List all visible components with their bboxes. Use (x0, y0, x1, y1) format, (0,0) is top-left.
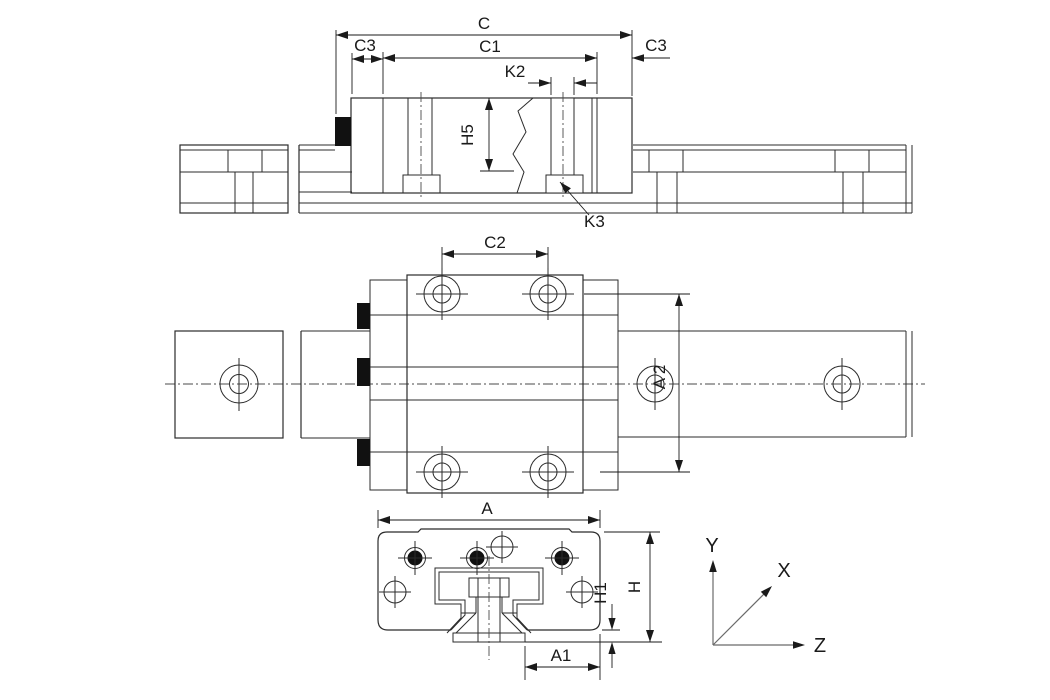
grease-nipple-top (357, 303, 370, 329)
end-face-holes (379, 531, 598, 608)
dim-label-a1: A1 (551, 646, 572, 665)
end-cap-left (369, 279, 408, 491)
rail-cross-section (452, 556, 526, 660)
side-view-dimensions: C C1 C3 C3 K2 H5 (335, 14, 670, 231)
dim-label-c2: C2 (484, 233, 506, 252)
grease-nipple-bottom (357, 439, 370, 466)
dim-label-a: A (481, 499, 493, 518)
dim-label-h: H (625, 581, 644, 593)
dim-label-c1: C1 (479, 37, 501, 56)
front-view: A A1 H H1 (377, 499, 662, 680)
section-cutaway (512, 97, 598, 194)
groove-contour-outer (434, 567, 544, 634)
dim-label-c3-right: C3 (645, 36, 667, 55)
dim-label-k2: K2 (505, 62, 526, 81)
groove-contour-inner (438, 571, 540, 631)
x-axis-arrow (760, 586, 772, 598)
rail-bolt-counterbore (227, 149, 263, 173)
rail-right-plan (618, 330, 913, 438)
k2-bolt-hole (550, 97, 575, 176)
rail-left-segment (179, 144, 289, 214)
plan-view-dimensions: C2 A 2 (441, 233, 690, 473)
dim-label-h5: H5 (458, 124, 477, 146)
rail-right-segment (633, 144, 913, 213)
dim-label-c3-left: C3 (354, 36, 376, 55)
end-cap-right (582, 279, 619, 491)
rail-stub-plan (300, 330, 370, 439)
z-axis-label: Z (814, 635, 826, 657)
carriage-block-plan (357, 268, 619, 498)
dim-label-h1: H1 (591, 582, 610, 604)
y-axis-arrow (709, 560, 717, 572)
rail-left-plan (174, 330, 284, 439)
carriage-block-side (335, 92, 633, 200)
plan-view: C2 A 2 (165, 233, 925, 498)
k3-counterbore (545, 174, 584, 194)
dim-label-a2: A 2 (650, 365, 669, 390)
z-axis-arrow (793, 641, 805, 649)
y-axis-label: Y (705, 535, 718, 557)
side-view: C C1 C3 C3 K2 H5 (179, 14, 913, 231)
grease-nipple-side (335, 117, 351, 146)
block-mounting-holes (416, 268, 574, 498)
axes-indicator: Y X Z (705, 535, 826, 657)
rail-under-block (298, 144, 912, 214)
grease-nipple-mid (357, 358, 370, 386)
x-axis-label: X (777, 560, 790, 582)
front-view-dimensions: A A1 H H1 (377, 499, 662, 680)
block-outline-front (377, 528, 601, 631)
dim-label-c: C (478, 14, 490, 33)
dim-label-k3: K3 (584, 212, 605, 231)
